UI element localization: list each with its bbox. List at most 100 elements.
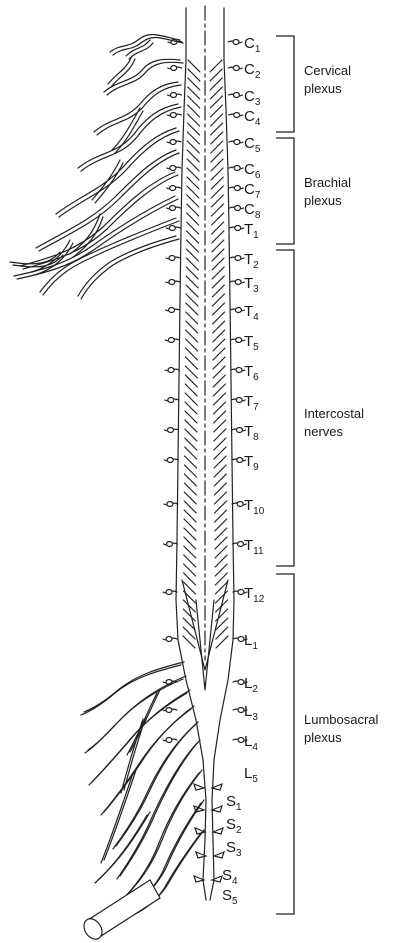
segment-label: S5: [222, 887, 238, 907]
right-ganglion: [236, 368, 242, 373]
segment-label: T11: [244, 537, 264, 557]
segment-number: 4: [232, 876, 238, 887]
right-ganglion: [236, 398, 242, 403]
right-ganglion: [233, 40, 239, 45]
left-ganglion: [167, 502, 173, 507]
left-ganglion: [170, 186, 176, 191]
sciatic-nerve: [80, 880, 160, 943]
spinal-cord-drawing: [10, 6, 247, 943]
segment-label: T1: [244, 221, 259, 241]
segment-label: T9: [244, 453, 259, 473]
left-ganglion: [168, 428, 174, 433]
segment-number: 3: [252, 712, 258, 723]
sacral-roots: [194, 784, 224, 882]
segment-number: 5: [232, 896, 238, 907]
segment-number: 4: [252, 742, 258, 753]
segment-number: 1: [252, 641, 258, 652]
plexus-label-line1: Lumbosacral: [304, 712, 379, 727]
plexus-bracket: [276, 250, 294, 566]
plexus-nerve-outline: [119, 773, 199, 903]
left-ganglion: [167, 542, 173, 547]
segment-number: 6: [253, 372, 259, 383]
segment-label: C8: [244, 201, 261, 221]
sacral-root: [194, 876, 204, 882]
left-ganglion: [169, 226, 175, 231]
segment-label: L4: [244, 733, 258, 753]
segment-letter: L: [244, 765, 252, 782]
segment-label: T5: [244, 333, 259, 353]
segment-label: C1: [244, 35, 261, 55]
segment-label: L2: [244, 675, 258, 695]
segment-letter: S: [226, 793, 236, 810]
segment-letter: L: [244, 703, 252, 720]
plexus-label-line2: plexus: [304, 81, 342, 96]
segment-number: 2: [253, 260, 259, 271]
right-ganglion: [233, 93, 239, 98]
segment-number: 10: [253, 506, 265, 517]
right-ganglion: [236, 338, 242, 343]
plexus-label-line2: nerves: [304, 424, 344, 439]
plexus-nerve: [92, 690, 190, 782]
segment-label: L1: [244, 632, 258, 652]
segment-number: 8: [253, 432, 259, 443]
right-ganglion: [237, 458, 243, 463]
sacral-root: [194, 784, 204, 790]
segment-letter: T: [244, 497, 253, 514]
segment-letter: T: [244, 303, 253, 320]
segment-letter: C: [244, 161, 255, 178]
plexus-nerve: [104, 770, 136, 860]
left-ganglion: [166, 738, 172, 743]
plexus-label-line1: Brachial: [304, 175, 351, 190]
segment-number: 9: [253, 462, 259, 473]
left-ganglion: [170, 113, 176, 118]
segment-letter: C: [244, 181, 255, 198]
segment-label: T3: [244, 275, 259, 295]
segment-number: 4: [253, 312, 259, 323]
segment-number: 6: [255, 170, 261, 181]
segment-label: L5: [244, 765, 258, 785]
segment-letter: L: [244, 733, 252, 750]
segment-letter: C: [244, 108, 255, 125]
plexus-bracket: [276, 574, 294, 914]
left-ganglion: [166, 637, 172, 642]
segment-number: 12: [253, 594, 265, 605]
left-ganglion: [171, 93, 177, 98]
segment-number: 8: [255, 210, 261, 221]
segment-number: 1: [253, 230, 259, 241]
plexus-nerve: [124, 716, 146, 790]
plexus-label-line1: Intercostal: [304, 406, 364, 421]
segment-number: 5: [252, 774, 258, 785]
right-ganglion: [233, 66, 239, 71]
segment-label: L3: [244, 703, 258, 723]
right-ganglion: [235, 226, 241, 231]
plexus-bracket: [276, 36, 294, 132]
segment-letter: C: [244, 135, 255, 152]
segment-number: 7: [255, 190, 261, 201]
right-ganglion: [237, 502, 243, 507]
plexus-label-line2: plexus: [304, 193, 342, 208]
segment-letter: T: [244, 333, 253, 350]
sacral-root: [212, 806, 222, 812]
left-ganglion: [169, 256, 175, 261]
plexus-nerve-outline: [81, 665, 181, 715]
segment-number: 5: [255, 144, 261, 155]
plexus-bracket: [276, 138, 294, 244]
right-ganglion: [235, 256, 241, 261]
segment-letter: L: [244, 632, 252, 649]
segment-letter: C: [244, 35, 255, 52]
segment-number: 11: [253, 546, 264, 557]
right-ganglion: [234, 140, 240, 145]
right-ganglion: [234, 186, 240, 191]
lumbosacral-plexus-branches: [81, 662, 204, 919]
sacral-root: [213, 828, 223, 834]
right-ganglion: [235, 280, 241, 285]
left-ganglion: [166, 590, 172, 595]
segment-label: T7: [244, 393, 259, 413]
left-ganglion: [170, 206, 176, 211]
plexus-nerve-outline: [95, 163, 123, 203]
segment-label: S2: [226, 816, 242, 836]
segment-label: T12: [244, 585, 265, 605]
segment-letter: T: [244, 423, 253, 440]
